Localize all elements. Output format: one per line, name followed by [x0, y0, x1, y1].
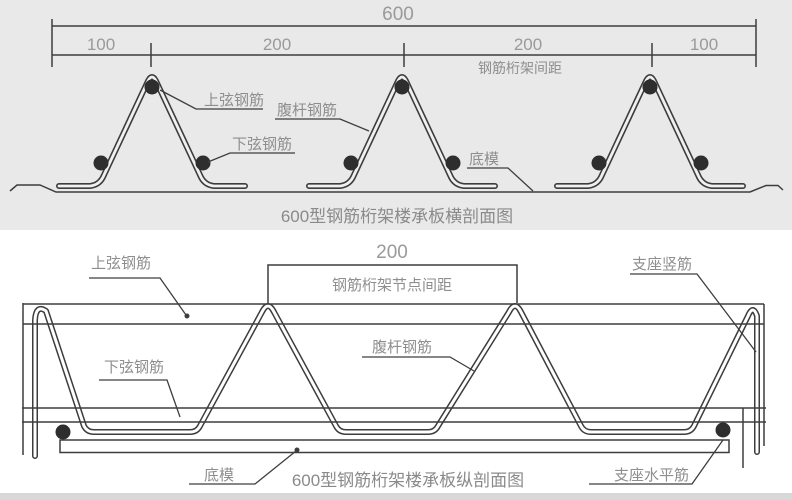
support-horizontal-leader — [589, 439, 724, 485]
top-chord-label: 上弦钢筋 — [204, 92, 264, 109]
transverse-section-title: 600型钢筋桁架楼承板横剖面图 — [281, 207, 513, 226]
dim-segment-3: 200 — [514, 35, 542, 54]
truss-2 — [306, 74, 498, 189]
bottom-chord-rebar-dot — [693, 155, 709, 171]
deck-base — [9, 184, 784, 193]
dim-segment-1: 100 — [87, 35, 115, 54]
chord-lines — [22, 303, 766, 468]
top-chord-leader — [159, 89, 263, 110]
support-horizontal-rebar-dot — [715, 422, 731, 438]
web-bar-label: 腹杆钢筋 — [372, 339, 432, 356]
bottom-chord-leader — [207, 152, 295, 163]
top-chord-leader — [89, 277, 187, 316]
truss-3-web-core — [555, 75, 745, 188]
deck-form-label: 底模 — [204, 467, 234, 484]
bottom-edge-strip — [0, 493, 792, 500]
support-horizontal-rebar-dot — [55, 424, 71, 440]
bottom-chord-rebar-dot — [195, 155, 211, 171]
longitudinal-section: 200 钢筋桁架节点间距 上弦钢筋 支座竖筋 — [22, 242, 766, 490]
truss-3 — [554, 74, 746, 189]
top-chord-rebar-dot — [394, 79, 410, 95]
top-chord-rebar-dot — [144, 79, 160, 95]
truss-spacing-label: 钢筋桁架间距 — [478, 60, 562, 76]
bottom-chord-rebar-dot — [591, 155, 607, 171]
web-bar-leader — [362, 356, 475, 372]
dim-segment-4: 100 — [690, 35, 718, 54]
leader-end-dot — [184, 313, 190, 319]
deck-base-line — [9, 184, 784, 193]
deck-form-label: 底模 — [469, 151, 499, 168]
dimension-lines: 600 100 200 200 100 钢筋桁架间距 — [51, 4, 757, 76]
bottom-chord-label: 下弦钢筋 — [104, 359, 164, 376]
node-spacing-label: 钢筋桁架节点间距 — [332, 277, 452, 294]
deck-form-strip — [59, 439, 730, 454]
bottom-chord-leader — [99, 379, 181, 418]
longitudinal-callouts: 上弦钢筋 支座竖筋 腹杆钢筋 下弦钢筋 底模 支座水平筋 — [89, 255, 757, 485]
deck-form-leader — [189, 450, 297, 485]
bottom-chord-rebar-dot — [445, 155, 461, 171]
bottom-chord-label: 下弦钢筋 — [232, 136, 292, 153]
web-bar-leader — [275, 118, 370, 132]
support-vertical-label: 支座竖筋 — [632, 256, 692, 273]
support-horizontal-label: 支座水平筋 — [614, 467, 689, 484]
top-chord-label: 上弦钢筋 — [91, 255, 151, 272]
web-bar-label: 腹杆钢筋 — [277, 102, 337, 119]
top-chord-rebar-dot — [642, 79, 658, 95]
node-spacing-dimension: 200 钢筋桁架节点间距 — [267, 242, 518, 303]
node-spacing-bracket — [267, 264, 518, 303]
bottom-section-background — [0, 230, 792, 500]
transverse-section: 600 100 200 200 100 钢筋桁架间距 — [9, 4, 784, 226]
bottom-chord-rebar-dot — [343, 155, 359, 171]
truss-1-web-core — [57, 75, 247, 188]
transverse-callouts: 上弦钢筋 腹杆钢筋 下弦钢筋 底模 — [159, 89, 534, 192]
web-bar-core — [33, 304, 759, 458]
dim-total-value: 600 — [382, 4, 414, 25]
deck-form-leader — [467, 167, 534, 192]
longitudinal-section-title: 600型钢筋桁架楼承板纵剖面图 — [292, 471, 524, 490]
node-spacing-value: 200 — [376, 242, 408, 263]
dim-segment-2: 200 — [263, 35, 291, 54]
truss-1 — [56, 74, 248, 189]
leader-end-dot — [294, 447, 300, 453]
truss-2-web-core — [307, 75, 497, 188]
web-bar-run — [32, 303, 760, 459]
bottom-chord-rebar-dot — [93, 155, 109, 171]
support-vertical-leader — [630, 273, 757, 353]
